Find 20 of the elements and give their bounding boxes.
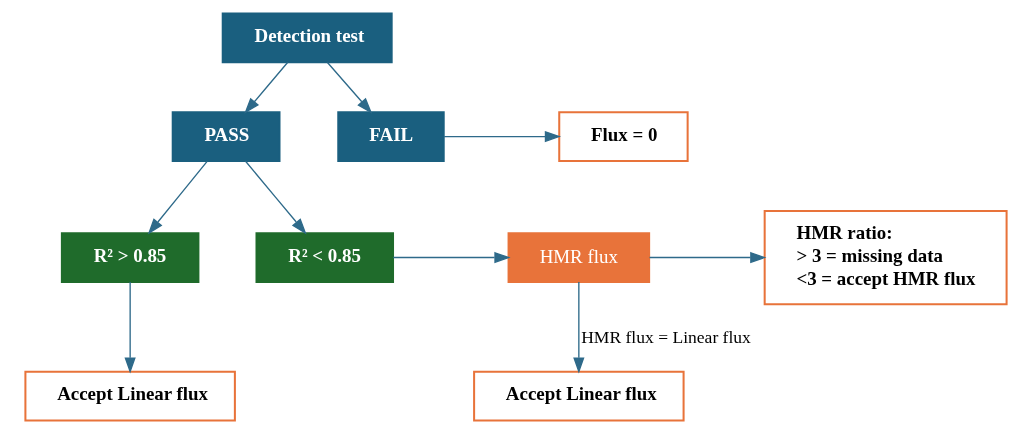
node-box: Flux = 0 [557, 111, 689, 162]
node-box: Accept Linear flux [23, 370, 236, 422]
node-box: HMR flux [507, 232, 650, 283]
arrow [123, 281, 136, 374]
node-box: FAIL [336, 111, 445, 162]
arrow [392, 251, 511, 264]
node-box: Detection test [221, 12, 393, 64]
node-box: Accept Linear flux [472, 370, 685, 422]
arrow [244, 160, 307, 235]
arrow [572, 281, 585, 374]
node-box: R² < 0.85 [255, 232, 394, 283]
arrow [243, 61, 288, 114]
edge-label: HMR flux = Linear flux [580, 326, 751, 347]
arrow [442, 130, 561, 143]
node-box: R² > 0.85 [60, 232, 199, 283]
node-box: PASS [171, 111, 280, 162]
node-box: HMR ratio: > 3 = missing data <3 = accept HMR flux [763, 209, 1008, 306]
arrow [326, 61, 372, 114]
arrow [648, 251, 766, 264]
arrow [147, 160, 208, 235]
